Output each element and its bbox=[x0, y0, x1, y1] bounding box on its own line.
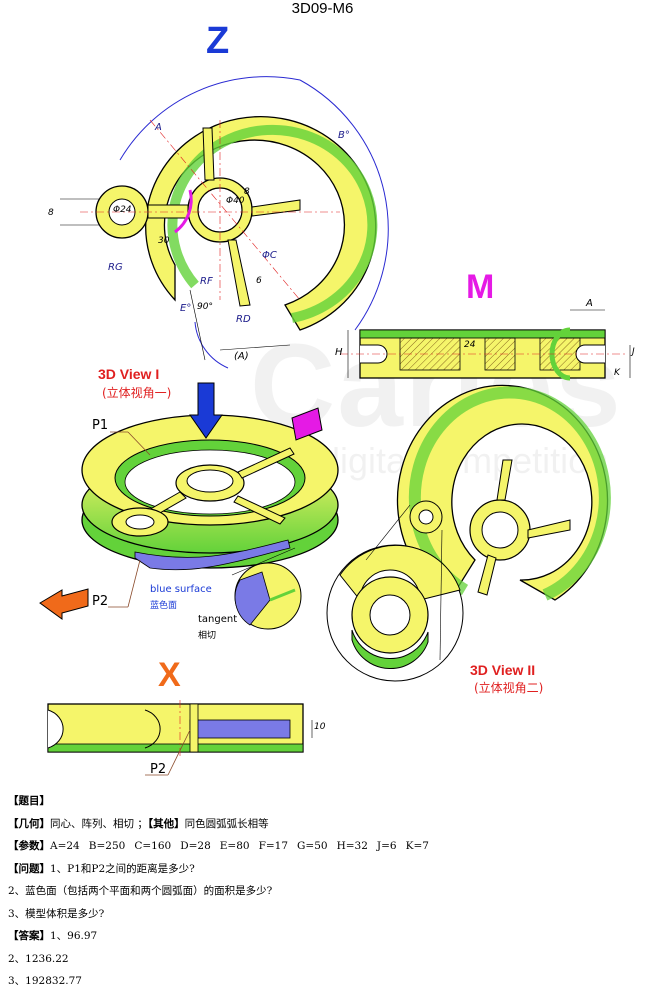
dim-m-a: A bbox=[586, 298, 593, 309]
geometry-text: 同心、阵列、相切 ； bbox=[50, 817, 148, 830]
technical-drawing bbox=[39, 76, 631, 776]
topic-heading: 【题目】 bbox=[8, 795, 50, 807]
view2-title: 3D View II bbox=[470, 662, 536, 678]
geometry-label: 【几何】 bbox=[8, 817, 50, 830]
param-f: F=17 bbox=[258, 840, 289, 852]
p2-label: P2 bbox=[92, 594, 109, 609]
param-d: D=28 bbox=[180, 840, 211, 852]
view1-x-arrow bbox=[39, 588, 89, 620]
dim-x-10: 10 bbox=[314, 722, 326, 732]
answers-label: 【答案】 bbox=[8, 930, 50, 942]
problem-text: 【题目】 【几何】同心、阵列、相切 ；【其他】同色圆弧弧长相等 【参数】A=24… bbox=[8, 790, 638, 993]
dim-a: A bbox=[155, 122, 162, 133]
param-k: K=7 bbox=[405, 840, 429, 852]
other-text: 同色圆弧弧长相等 bbox=[184, 817, 269, 830]
document-title: 3D09-M6 bbox=[291, 0, 354, 17]
dim-phi-c: ΦC bbox=[262, 250, 277, 261]
view1-z-arrow bbox=[189, 382, 223, 439]
dim-rf: RF bbox=[200, 276, 213, 287]
dim-m-j: J bbox=[632, 347, 635, 357]
dim-m-h: H bbox=[335, 347, 343, 358]
dim-a-paren: (A) bbox=[234, 351, 249, 362]
dim-90: 90° bbox=[197, 302, 213, 312]
params-line: 【参数】A=24 B=250 C=160 D=28 E=80 F=17 G=50 H=32 J=… bbox=[8, 835, 638, 858]
m-view-label: M bbox=[466, 268, 495, 306]
p1-label: P1 bbox=[92, 418, 109, 433]
answer-1-text: 1、96.97 bbox=[50, 930, 98, 942]
dim-rd: RD bbox=[236, 314, 251, 325]
dim-30: 30 bbox=[158, 236, 170, 246]
param-a: A=24 bbox=[50, 840, 80, 852]
z-view-label: Z bbox=[206, 20, 230, 62]
answer-3: 3、192832.77 bbox=[8, 975, 82, 987]
param-c: C=160 bbox=[134, 840, 172, 852]
dim-phi40: Φ40 bbox=[226, 196, 245, 206]
question-2: 2、蓝色面（包括两个平面和两个圆弧面）的面积是多少? bbox=[8, 885, 273, 897]
question-1: 【问题】1、P1和P2之间的距离是多少? bbox=[8, 858, 638, 881]
dim-6: 6 bbox=[256, 276, 262, 286]
view1-title: 3D View I bbox=[98, 366, 160, 382]
question-1-text: 1、P1和P2之间的距离是多少? bbox=[50, 862, 195, 875]
z-view bbox=[60, 76, 389, 369]
p2-x-label: P2 bbox=[150, 762, 167, 777]
view1-blue-surface bbox=[134, 539, 291, 571]
view2-ring bbox=[396, 384, 609, 601]
x-blue-surface bbox=[189, 719, 291, 739]
param-j: J=6 bbox=[376, 840, 397, 852]
z-spoke-bottom bbox=[227, 239, 251, 307]
view1-subtitle: (立体视角一) bbox=[102, 386, 172, 400]
other-label: 【其他】 bbox=[147, 817, 185, 830]
dim-m-24: 24 bbox=[464, 340, 476, 350]
view2-drawing bbox=[326, 384, 611, 682]
param-h: H=32 bbox=[336, 840, 368, 852]
dim-m-k: K bbox=[614, 368, 620, 378]
view1-m-marker bbox=[291, 407, 323, 441]
view2-subtitle: (立体视角二) bbox=[474, 681, 544, 695]
question-3: 3、模型体积是多少? bbox=[8, 907, 105, 920]
blue-surface-label: blue surface bbox=[150, 584, 212, 595]
z-spoke-right bbox=[251, 199, 301, 217]
answer-1: 【答案】1、96.97 bbox=[8, 925, 638, 948]
x-view bbox=[47, 700, 313, 776]
m-view bbox=[340, 309, 631, 381]
param-b: B=250 bbox=[88, 840, 126, 852]
x-view-label: X bbox=[158, 656, 181, 694]
page: 3D09-M6 Caries digital competition bbox=[8, 0, 635, 987]
dim-e: E° bbox=[180, 303, 192, 314]
z-spoke-top bbox=[202, 127, 215, 181]
dim-rg: RG bbox=[108, 262, 123, 273]
questions-label: 【问题】 bbox=[8, 862, 50, 875]
answer-2: 2、1236.22 bbox=[8, 952, 69, 965]
param-e: E=80 bbox=[219, 840, 250, 852]
tangent-label: tangent bbox=[198, 614, 238, 625]
geometry-line: 【几何】同心、阵列、相切 ；【其他】同色圆弧弧长相等 bbox=[8, 813, 638, 836]
dim-b: B° bbox=[338, 130, 350, 141]
blue-surface-label-cn: 蓝色面 bbox=[150, 601, 178, 611]
view1-drawing bbox=[39, 382, 339, 630]
param-g: G=50 bbox=[297, 840, 328, 852]
params-label: 【参数】 bbox=[8, 840, 50, 852]
tangent-label-cn: 相切 bbox=[198, 631, 217, 641]
dim-8: 8 bbox=[48, 208, 54, 218]
dim-phi24: Φ24 bbox=[113, 205, 132, 215]
dim-8b: 8 bbox=[244, 187, 250, 197]
